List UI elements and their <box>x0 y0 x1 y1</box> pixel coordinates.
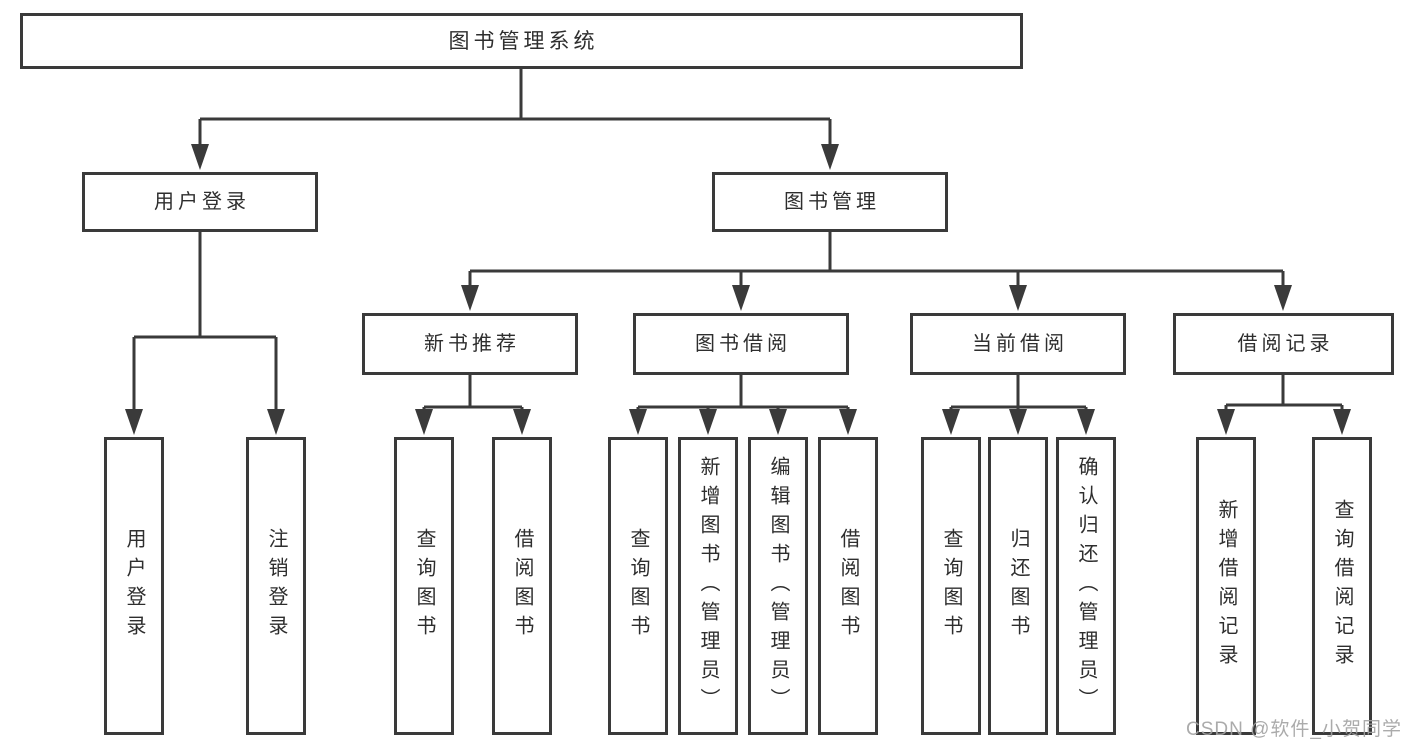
node-borrow-records: 借阅记录 <box>1173 313 1394 375</box>
arrow-down-icon <box>1009 285 1027 311</box>
arrow-down-icon <box>513 409 531 435</box>
node-user-login: 用户登录 <box>82 172 318 232</box>
node-leaf-current-query-book: 查询图书 <box>921 437 981 735</box>
node-leaf-edit-book-admin: 编辑图书（管理员） <box>748 437 808 735</box>
node-leaf-logout: 注销登录 <box>246 437 306 735</box>
arrow-down-icon <box>461 285 479 311</box>
node-leaf-confirm-return-admin: 确认归还（管理员） <box>1056 437 1116 735</box>
node-leaf-user-login: 用户登录 <box>104 437 164 735</box>
node-leaf-add-borrow-record: 新增借阅记录 <box>1196 437 1256 735</box>
node-leaf-recommend-query-book: 查询图书 <box>394 437 454 735</box>
arrow-down-icon <box>1217 409 1235 435</box>
arrow-down-icon <box>125 409 143 435</box>
arrow-down-icon <box>191 144 209 170</box>
arrow-down-icon <box>699 409 717 435</box>
node-leaf-borrow-book: 借阅图书 <box>818 437 878 735</box>
arrow-down-icon <box>1333 409 1351 435</box>
arrow-down-icon <box>1077 409 1095 435</box>
node-book-borrow: 图书借阅 <box>633 313 849 375</box>
arrow-down-icon <box>839 409 857 435</box>
arrow-down-icon <box>267 409 285 435</box>
node-new-book-recommend: 新书推荐 <box>362 313 578 375</box>
arrow-down-icon <box>769 409 787 435</box>
arrow-down-icon <box>821 144 839 170</box>
node-book-management: 图书管理 <box>712 172 948 232</box>
node-leaf-recommend-borrow-book: 借阅图书 <box>492 437 552 735</box>
node-leaf-query-borrow-record: 查询借阅记录 <box>1312 437 1372 735</box>
node-leaf-borrow-query-book: 查询图书 <box>608 437 668 735</box>
arrow-down-icon <box>415 409 433 435</box>
arrow-down-icon <box>732 285 750 311</box>
arrow-down-icon <box>942 409 960 435</box>
watermark-text: CSDN @软件_小贺同学 <box>1186 719 1402 740</box>
arrow-down-icon <box>629 409 647 435</box>
node-leaf-add-book-admin: 新增图书（管理员） <box>678 437 738 735</box>
node-root: 图书管理系统 <box>20 13 1023 69</box>
arrow-down-icon <box>1274 285 1292 311</box>
node-leaf-return-book: 归还图书 <box>988 437 1048 735</box>
arrow-down-icon <box>1009 409 1027 435</box>
node-current-borrow: 当前借阅 <box>910 313 1126 375</box>
